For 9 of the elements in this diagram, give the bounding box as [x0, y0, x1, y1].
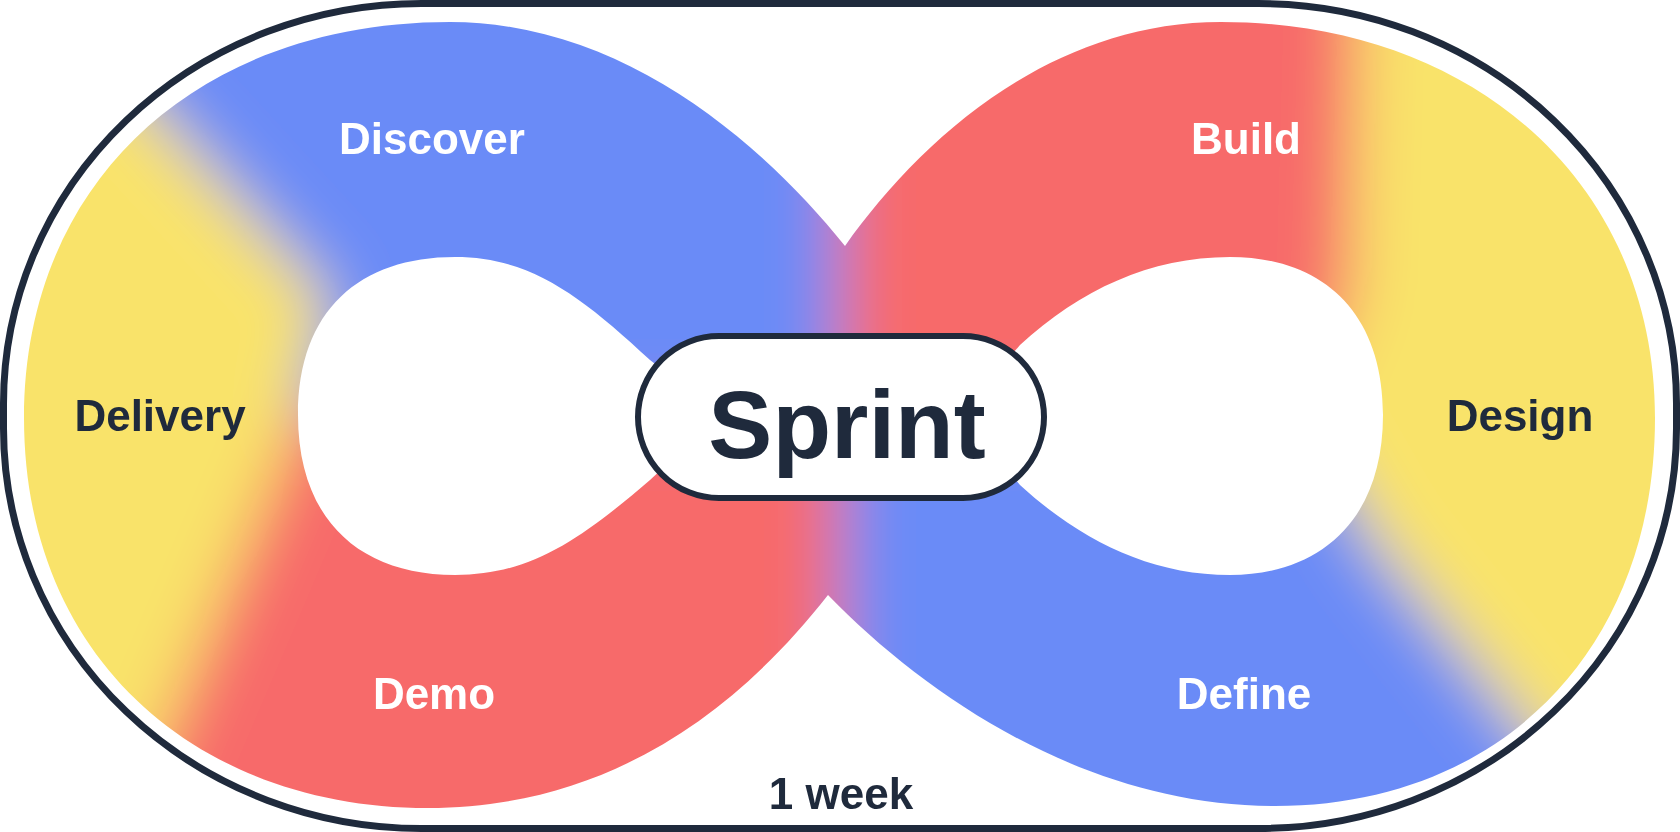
- pill-title: Sprint: [708, 370, 986, 481]
- duration-label: 1 week: [768, 767, 914, 820]
- infinity-band: [24, 22, 1655, 808]
- phase-label: Demo: [372, 667, 496, 720]
- phase-label: Design: [1446, 389, 1594, 442]
- phase-label: Build: [1191, 112, 1301, 165]
- phase-label: Delivery: [74, 389, 246, 442]
- phase-label: Discover: [339, 112, 525, 165]
- phase-label: Define: [1176, 667, 1312, 720]
